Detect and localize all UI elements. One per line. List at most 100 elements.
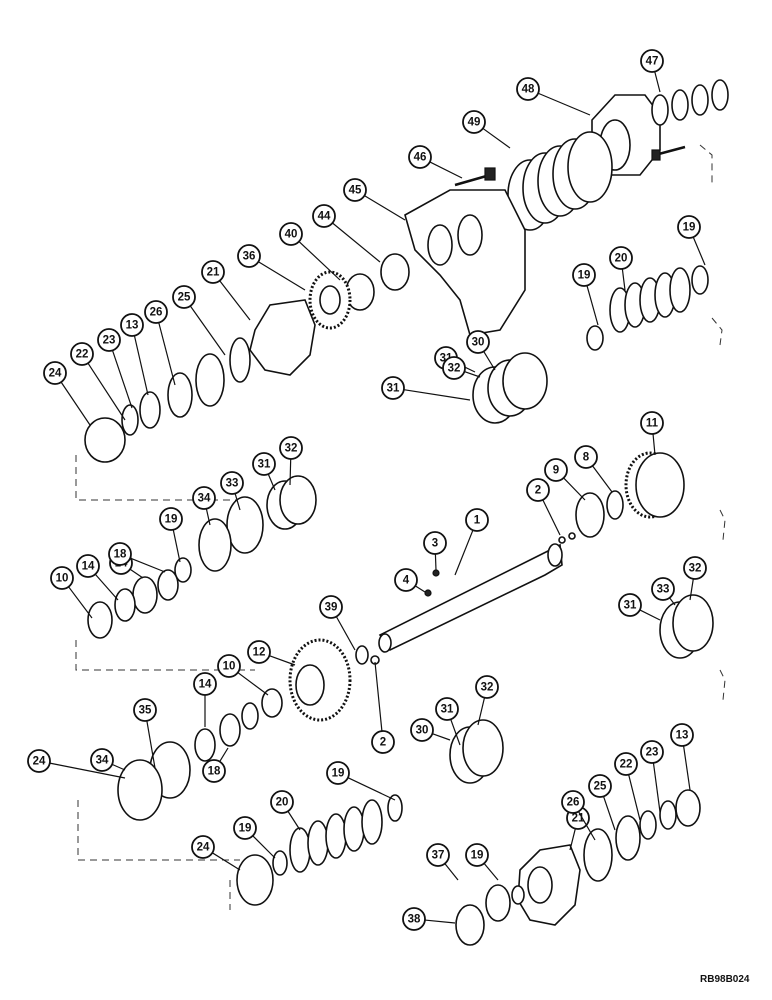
- callout-number: 22: [76, 349, 89, 361]
- spring-20-bottom: [272, 794, 403, 876]
- shaft-1: [378, 543, 563, 653]
- clutch-discs-mid-left: [266, 475, 317, 530]
- callout-number: 31: [258, 459, 271, 471]
- callout-number: 30: [416, 725, 429, 737]
- bearing-race-40: [380, 253, 410, 291]
- leader-line: [374, 661, 383, 732]
- callout-3: 3: [423, 531, 447, 571]
- callout-33: 33: [220, 471, 244, 511]
- leader-line: [569, 828, 576, 851]
- callout-number: 30: [472, 337, 485, 349]
- balls-2-3-4: [370, 532, 576, 665]
- clutch-discs-mid-right: [659, 594, 714, 659]
- callout-number: 18: [114, 549, 127, 561]
- callout-number: 24: [33, 756, 46, 768]
- leader-line: [94, 573, 119, 601]
- callout-circle: [108, 542, 132, 566]
- callout-circle: [435, 697, 459, 721]
- leader-line: [542, 499, 561, 536]
- leader-line: [172, 529, 181, 563]
- leader-line: [212, 852, 241, 871]
- callout-10: 10: [50, 566, 93, 619]
- callout-30: 30: [466, 330, 496, 371]
- callout-number: 4: [403, 575, 410, 587]
- leader-line: [654, 71, 661, 93]
- leader-line: [621, 268, 626, 291]
- callout-number: 32: [448, 363, 461, 375]
- bolt-45: [454, 167, 496, 187]
- callout-32: 32: [475, 675, 499, 726]
- callout-number: 18: [208, 766, 221, 778]
- callout-39: 39: [319, 595, 356, 651]
- callout-circle: [97, 328, 121, 352]
- leader-line: [189, 305, 226, 356]
- callout-number: 32: [689, 563, 702, 575]
- leader-line: [111, 350, 133, 409]
- callout-number: 10: [223, 661, 236, 673]
- callout-circle: [270, 790, 294, 814]
- callout-49: 49: [462, 110, 511, 149]
- leader-line: [237, 672, 269, 696]
- leader-line: [537, 92, 591, 116]
- callout-circle: [371, 730, 395, 754]
- bolt-49: [651, 145, 686, 161]
- clutch-discs-top: [472, 352, 548, 424]
- callout-number: 1: [474, 515, 481, 527]
- callout-32: 32: [442, 356, 481, 380]
- callout-number: 49: [468, 117, 481, 129]
- washers-8-9: [575, 490, 624, 538]
- leader-line: [483, 351, 496, 371]
- callout-22: 22: [614, 752, 641, 821]
- leader-line: [129, 568, 144, 579]
- callout-circle: [677, 215, 701, 239]
- callout-circle: [426, 843, 450, 867]
- callout-25: 25: [588, 774, 616, 831]
- callout-circle: [465, 508, 489, 532]
- callout-10: 10: [217, 654, 269, 696]
- clutch-discs-lower: [449, 719, 504, 784]
- callout-30: 30: [410, 718, 451, 742]
- dashed-guide-lines: [75, 144, 726, 910]
- callout-number: 23: [103, 335, 116, 347]
- callout-circle: [217, 654, 241, 678]
- leader-line: [68, 586, 93, 619]
- leader-line: [347, 777, 396, 801]
- callout-number: 47: [646, 56, 659, 68]
- callout-circle: [319, 595, 343, 619]
- leader-line: [219, 280, 251, 321]
- callout-circle: [27, 749, 51, 773]
- callout-circle: [466, 330, 490, 354]
- callout-number: 38: [408, 914, 421, 926]
- leader-line: [219, 747, 229, 762]
- callout-number: 40: [285, 229, 298, 241]
- spring-20-top: [586, 265, 709, 351]
- callout-circle: [191, 835, 215, 859]
- callout-22: 22: [70, 342, 126, 421]
- callout-24: 24: [27, 749, 126, 779]
- leader-line: [450, 719, 461, 746]
- leader-line: [692, 236, 706, 266]
- callout-number: 14: [82, 561, 95, 573]
- callout-31: 31: [381, 376, 471, 401]
- callout-21: 21: [201, 260, 251, 321]
- callout-circle: [201, 260, 225, 284]
- callout-35: 35: [133, 698, 157, 769]
- leader-line: [577, 811, 596, 841]
- gear-35: [308, 270, 352, 330]
- callout-46: 46: [408, 145, 463, 179]
- callout-number: 34: [96, 755, 109, 767]
- ring-seals-mid-lower: [117, 713, 241, 821]
- callout-circle: [614, 752, 638, 776]
- callout-circle: [220, 471, 244, 495]
- callout-circle: [462, 110, 486, 134]
- callout-number: 19: [683, 222, 696, 234]
- callout-23: 23: [640, 740, 664, 813]
- callout-number: 13: [676, 730, 689, 742]
- leader-line: [432, 733, 451, 741]
- callout-circle: [408, 145, 432, 169]
- callout-number: 24: [197, 842, 210, 854]
- callout-40: 40: [279, 222, 341, 281]
- callout-number: 48: [522, 84, 535, 96]
- callout-number: 8: [583, 452, 590, 464]
